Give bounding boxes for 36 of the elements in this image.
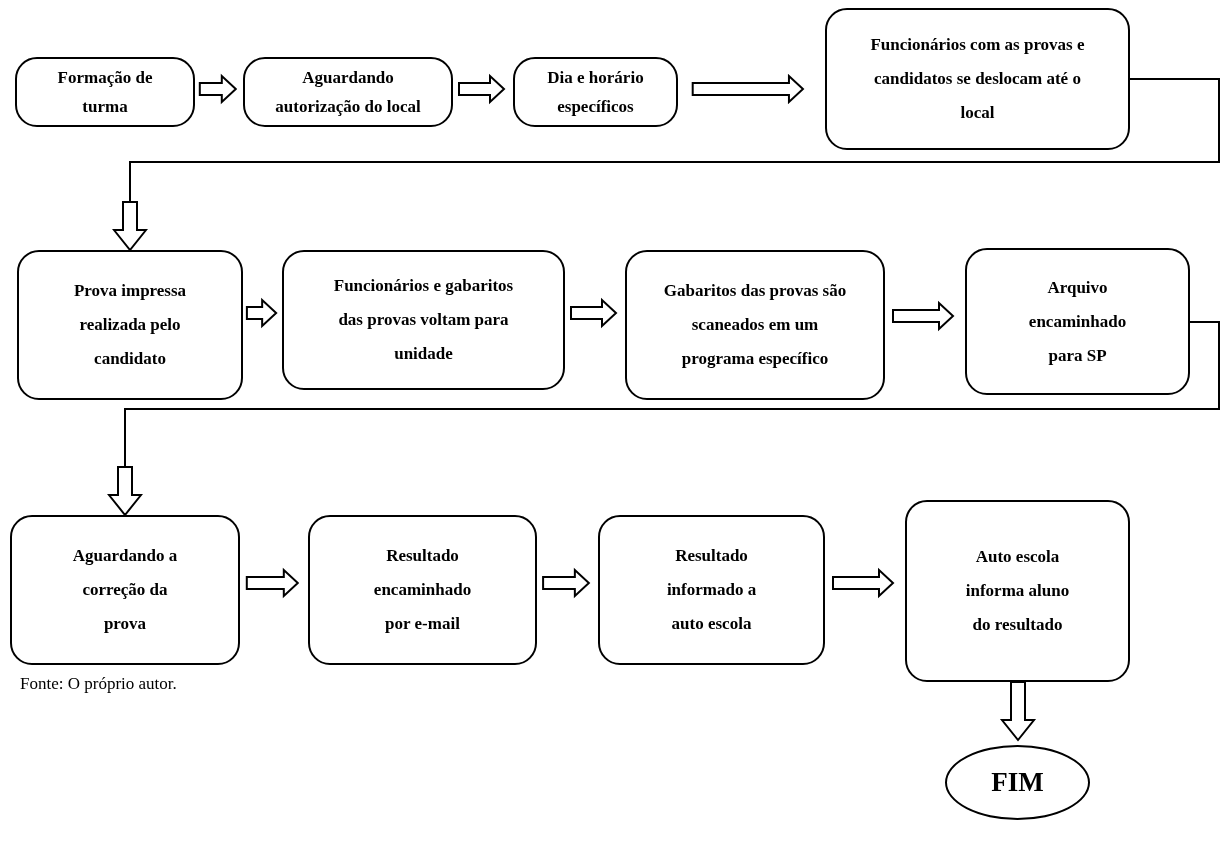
step-text: Resultado informado a auto escola [665,545,758,635]
step-text: Prova impressa realizada pelo candidato [72,280,188,370]
process-box [17,250,243,400]
process-box [598,515,825,665]
block-arrow [832,567,895,599]
step-text: Auto escola informa aluno do resultado [964,546,1071,636]
process-box [513,57,678,127]
process-box [308,515,537,665]
step-text: FIM [991,768,1044,797]
block-arrow [570,297,618,329]
process-box [243,57,453,127]
process-box [965,248,1190,395]
block-arrow [245,297,278,329]
step-text: Funcionários com as provas e candidatos se deslocam até o local [870,34,1085,124]
source-caption: Fonte: O próprio autor. [20,674,177,694]
process-box [625,250,885,400]
block-arrow [691,73,805,105]
step-text: Aguardando a correção da prova [71,545,179,635]
block-arrow [245,567,300,599]
process-box [905,500,1130,682]
step-text: Aguardando autorização do local [274,67,422,118]
block-arrow [198,73,238,105]
step-text: Resultado encaminhado por e-mail [372,545,473,635]
process-box [282,250,565,390]
block-arrow [542,567,591,599]
step-text: Funcionários e gabaritos das provas voltam para unidade [332,275,515,365]
process-box [15,57,195,127]
block-arrow [892,300,955,332]
step-text: Arquivo encaminhado para SP [1027,276,1128,367]
step-text: Dia e horário específicos [546,67,645,118]
process-box [825,8,1130,150]
step-text: Formação de turma [56,67,154,118]
block-arrow [999,681,1037,742]
step-text: Gabaritos das provas são scaneados em um programa específico [662,280,848,370]
process-box [10,515,240,665]
block-arrow [458,73,506,105]
